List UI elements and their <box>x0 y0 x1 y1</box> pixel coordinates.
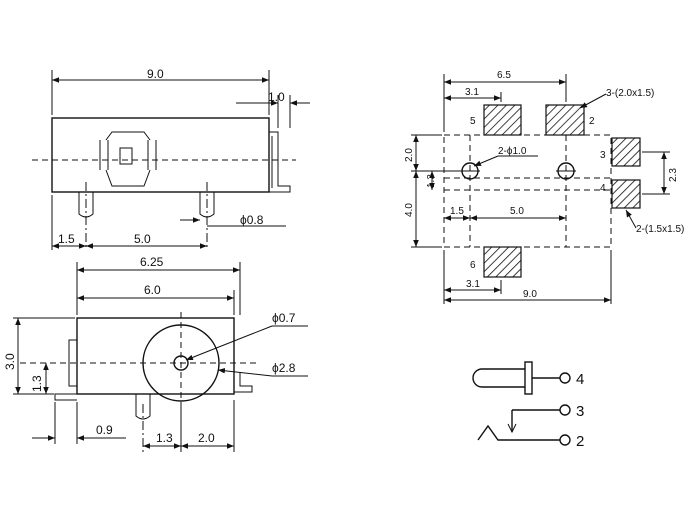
side-pin-pitch-label: 5.0 <box>134 232 151 246</box>
pcb-pin-3: 3 <box>600 150 606 161</box>
schematic-pin-4: 4 <box>576 371 584 388</box>
pcb-hole-spec-label: 2-ϕ1.0 <box>498 146 527 157</box>
front-pin-b-label: 2.0 <box>198 431 215 445</box>
pcb-span-a-label: 6.5 <box>497 70 511 81</box>
pcb-row-c-label: 4.0 <box>404 203 415 217</box>
pcb-bottom-a-label: 3.1 <box>466 279 480 290</box>
pcb-pin-6: 6 <box>470 260 476 271</box>
side-view: 9.0 1.0 ϕ0.8 1.5 5.0 <box>32 67 310 250</box>
pad-5 <box>483 104 522 136</box>
pcb-pin-5: 5 <box>470 116 476 127</box>
front-width-a-label: 6.25 <box>140 255 164 269</box>
front-view: 6.25 6.0 ϕ0.7 ϕ2.8 3.0 1.3 0.9 1.3 2.0 <box>3 255 308 452</box>
pcb-pad-gap-label: 2.3 <box>668 168 679 182</box>
pad-3 <box>611 137 641 167</box>
pad-6 <box>483 246 522 278</box>
front-pin-a-label: 1.3 <box>156 431 173 445</box>
pad-4 <box>611 179 641 209</box>
schematic-symbol: 4 3 2 <box>472 361 584 450</box>
front-height-label: 3.0 <box>3 353 17 370</box>
pcb-pin-4: 4 <box>600 183 606 194</box>
front-body-dia-label: ϕ2.8 <box>272 361 296 375</box>
pcb-hole-pitch-label: 5.0 <box>510 206 524 217</box>
schematic-pin-2: 2 <box>576 433 584 450</box>
pad-2 <box>545 104 585 136</box>
pcb-pin-2: 2 <box>589 116 595 127</box>
pcb-hole-off-label: 1.5 <box>450 206 464 217</box>
side-length-label: 9.0 <box>147 67 164 81</box>
pcb-bottom-b-label: 9.0 <box>523 289 537 300</box>
side-pin-offset-label: 1.5 <box>58 232 75 246</box>
schematic-pin-3: 3 <box>576 403 584 420</box>
pcb-span-b-label: 3.1 <box>465 87 479 98</box>
pcb-layout: 5 2 3 4 6 6.5 3.1 3-(2.0x1.5) 2-ϕ1.0 2.0… <box>404 70 684 304</box>
front-edge-label: 0.9 <box>96 423 113 437</box>
pcb-small-pad-label: 2-(1.5x1.5) <box>636 224 684 235</box>
front-hole-dia-label: ϕ0.7 <box>272 311 296 325</box>
front-center-h-label: 1.3 <box>30 375 44 392</box>
front-width-b-label: 6.0 <box>144 283 161 297</box>
side-tab-label: 1.0 <box>268 90 285 104</box>
side-pin-dia-label: ϕ0.8 <box>240 213 264 227</box>
pcb-row-b-label: 1.3 <box>426 174 437 188</box>
pcb-pad-spec-label: 3-(2.0x1.5) <box>606 88 654 99</box>
pcb-row-a-label: 2.0 <box>404 148 415 162</box>
